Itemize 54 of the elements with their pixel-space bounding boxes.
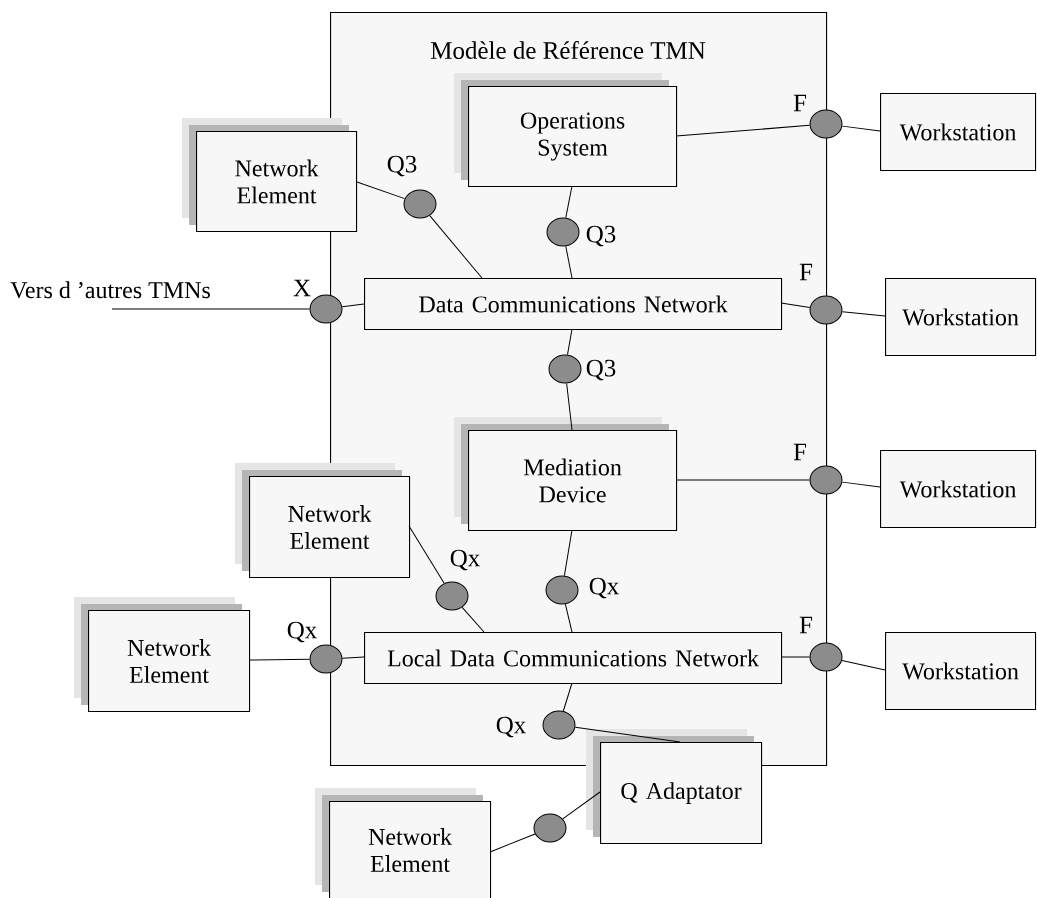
interface-label: F (793, 94, 807, 112)
interface-label: F (799, 616, 813, 634)
workstation-box: Workstation (880, 450, 1037, 529)
connector-line (562, 791, 601, 820)
connector-line (563, 529, 573, 577)
connector-line (675, 124, 811, 137)
connector-line (841, 125, 881, 132)
connector-line (111, 308, 310, 310)
interface-label: F (793, 443, 807, 461)
connector-line (841, 481, 881, 488)
element-box: Network Element (74, 597, 251, 713)
connector-line (564, 603, 573, 633)
connector-line (341, 656, 365, 659)
network-box: Data Communications Network (364, 278, 783, 331)
note-text: Vers d ’autres TMNs (10, 281, 210, 299)
element-box: Network Element (315, 788, 492, 898)
interface-ellipse (533, 813, 567, 843)
element-box: Network Element (182, 118, 358, 233)
connector-line (489, 833, 536, 853)
connector-line (780, 302, 811, 308)
network-box: Local Data Communications Network (364, 632, 783, 685)
adaptor-box: Q Adaptator (586, 729, 763, 845)
connector-line (780, 656, 810, 658)
system-box: Operations System (454, 73, 678, 188)
workstation-box: Workstation (885, 632, 1037, 711)
interface-label: Q3 (586, 359, 616, 381)
connector-line (248, 658, 310, 661)
interface-label: Q3 (387, 155, 417, 177)
connector-line (567, 328, 573, 356)
workstation-box: Workstation (885, 278, 1037, 357)
connector-line (574, 726, 681, 743)
interface-label: Qx (496, 716, 526, 738)
element-box: Network Element (235, 463, 411, 579)
device-box: Mediation Device (454, 417, 678, 532)
interface-label: F (799, 263, 813, 281)
connector-line (408, 525, 445, 584)
connector-line (841, 311, 886, 317)
connector-line (841, 660, 886, 671)
connector-line (565, 185, 573, 219)
workstation-box: Workstation (880, 93, 1037, 172)
connector-line (565, 245, 573, 279)
title: Modèle de Référence TMN (430, 41, 706, 59)
interface-label: Q3 (586, 225, 616, 247)
connector-line (356, 181, 406, 200)
connector-line (341, 303, 365, 308)
interface-label: Qx (450, 549, 480, 571)
connector-line (461, 606, 485, 633)
connector-line (429, 215, 483, 279)
connector-line (562, 682, 573, 712)
connector-line (566, 382, 573, 431)
interface-label: X (293, 279, 311, 297)
interface-label: Qx (589, 577, 619, 599)
connector-line (675, 479, 810, 481)
interface-label: Qx (287, 621, 317, 643)
